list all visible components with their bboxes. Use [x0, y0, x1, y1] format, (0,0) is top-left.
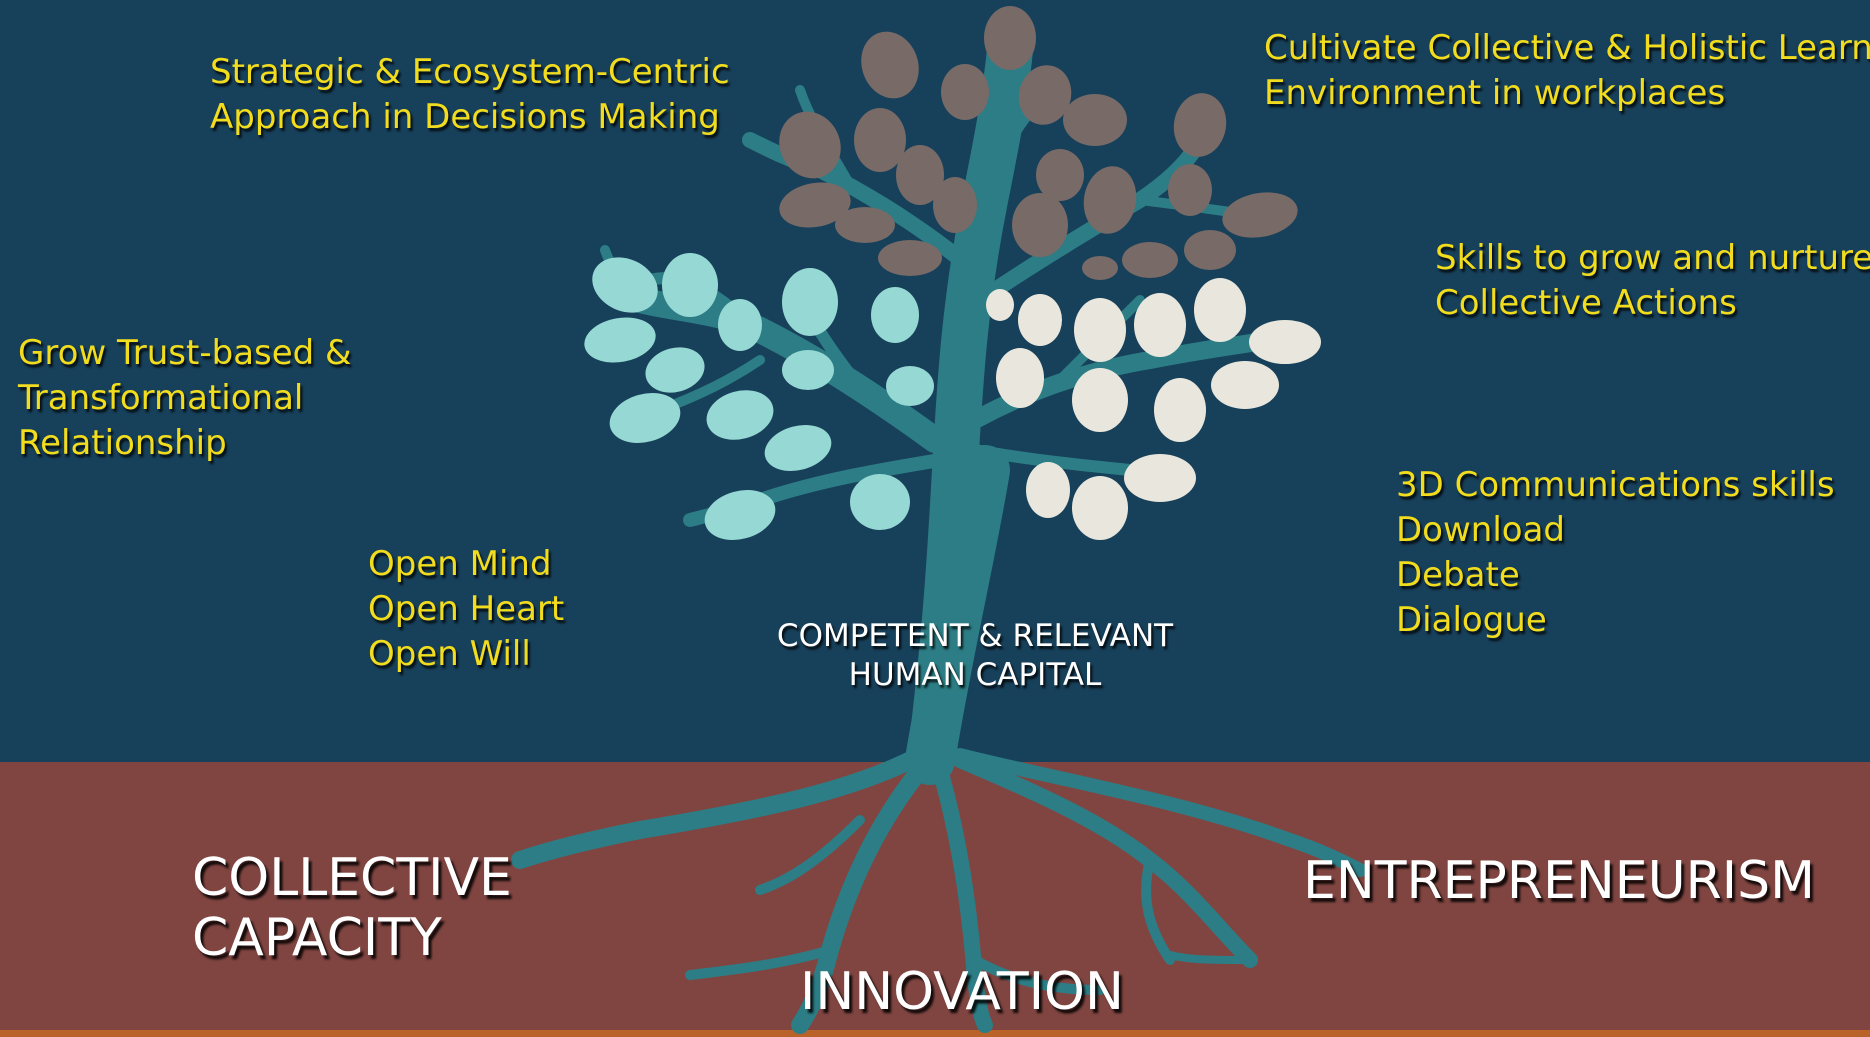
leaf	[645, 347, 705, 393]
root-right-sub	[1141, 855, 1175, 965]
label-line: Transformational	[18, 378, 304, 418]
leaves-gray	[779, 6, 1298, 280]
label-line: Debate	[1396, 555, 1520, 595]
leaf	[933, 177, 977, 233]
label-line: Dialogue	[1396, 600, 1547, 640]
leaf	[986, 289, 1014, 321]
leaf	[1063, 94, 1127, 146]
root-center-left	[791, 761, 929, 1034]
root-label-entrepreneurism: ENTREPRENEURISM	[1303, 851, 1816, 911]
leaf	[1083, 166, 1137, 234]
root-left-long	[511, 741, 939, 869]
leaf	[718, 299, 762, 351]
leaf	[896, 145, 944, 205]
leaf	[1026, 462, 1070, 518]
leaf	[1072, 368, 1128, 432]
leaf	[779, 182, 851, 228]
label-collective-actions: Skills to grow and nurture Collective Ac…	[1435, 236, 1870, 326]
leaf	[584, 317, 656, 363]
leaf	[1211, 361, 1279, 409]
leaf	[878, 240, 942, 276]
leaf	[854, 108, 906, 172]
label-line: Grow Trust-based &	[18, 333, 352, 373]
root-center	[932, 762, 993, 1033]
leaf	[941, 64, 989, 120]
leaf	[861, 31, 919, 99]
leaf	[1173, 93, 1227, 157]
leaf	[1018, 65, 1072, 125]
label-trust-relationship: Grow Trust-based & Transformational Rela…	[18, 331, 352, 466]
leaf	[1072, 476, 1128, 540]
leaf	[704, 490, 776, 540]
leaf	[764, 424, 832, 472]
label-line: Environment in workplaces	[1264, 73, 1726, 113]
leaf	[609, 393, 681, 443]
leaf	[835, 207, 895, 243]
root-right-long	[953, 748, 1367, 877]
label-line: Skills to grow and nurture	[1435, 238, 1870, 278]
leaf	[886, 366, 934, 406]
trunk-caption: COMPETENT & RELEVANT HUMAN CAPITAL	[775, 617, 1175, 695]
root-label-innovation: INNOVATION	[800, 962, 1124, 1022]
label-line: Strategic & Ecosystem-Centric	[210, 52, 730, 92]
root-left-sub	[685, 945, 835, 980]
root-label-collective-capacity: COLLECTIVE CAPACITY	[192, 848, 512, 968]
label-line: Cultivate Collective & Holistic Learning	[1264, 28, 1870, 68]
root-label-line: COLLECTIVE	[192, 848, 512, 908]
root-right-twig	[1166, 951, 1254, 964]
label-line: Approach in Decisions Making	[210, 97, 720, 137]
leaf	[871, 287, 919, 343]
leaf	[1134, 293, 1186, 357]
leaf	[1154, 378, 1206, 442]
label-line: Open Mind	[368, 544, 552, 584]
leaf	[1222, 192, 1298, 238]
leaf	[1184, 230, 1236, 270]
leaf	[1122, 242, 1178, 278]
leaf	[662, 253, 718, 317]
label-line: Relationship	[18, 423, 227, 463]
label-line: Download	[1396, 510, 1566, 550]
label-line: Open Heart	[368, 589, 565, 629]
caption-line: COMPETENT & RELEVANT	[776, 618, 1174, 654]
leaf	[996, 348, 1044, 408]
leaf	[782, 268, 838, 336]
leaves-cream	[986, 278, 1321, 540]
leaf	[1082, 256, 1118, 280]
label-3d-communications: 3D Communications skills Download Debate…	[1396, 463, 1835, 643]
root-right	[952, 752, 1258, 968]
leaf	[1124, 454, 1196, 502]
leaf	[1249, 320, 1321, 364]
leaf	[1194, 278, 1246, 342]
root-label-line: CAPACITY	[192, 908, 442, 968]
leaf	[1074, 298, 1126, 362]
leaf	[1012, 193, 1068, 257]
label-cultivate-learning: Cultivate Collective & Holistic Learning…	[1264, 26, 1870, 116]
caption-line: HUMAN CAPITAL	[848, 657, 1102, 693]
leaf	[706, 390, 774, 440]
soil-ground	[0, 762, 1870, 1037]
leaf	[782, 350, 834, 390]
leaf	[850, 474, 910, 530]
root-center-sub	[970, 955, 1105, 995]
leaf	[592, 257, 658, 313]
label-line: Open Will	[368, 634, 531, 674]
leaf	[984, 6, 1036, 70]
label-line: 3D Communications skills	[1396, 465, 1835, 505]
branch-upper-left-twig	[836, 181, 904, 224]
trunk-base	[905, 445, 1010, 785]
root-left-mid	[755, 815, 865, 895]
leaf	[1168, 164, 1212, 216]
leaf	[779, 111, 841, 179]
label-open-mind-heart-will: Open Mind Open Heart Open Will	[368, 542, 564, 677]
soil-bottom-edge	[0, 1030, 1870, 1037]
label-strategic-approach: Strategic & Ecosystem-Centric Approach i…	[210, 50, 730, 140]
label-line: Collective Actions	[1435, 283, 1737, 323]
leaf	[1018, 294, 1062, 346]
leaf	[1036, 149, 1084, 201]
branch-right-lower	[969, 444, 1136, 476]
leaves-teal	[584, 253, 934, 540]
